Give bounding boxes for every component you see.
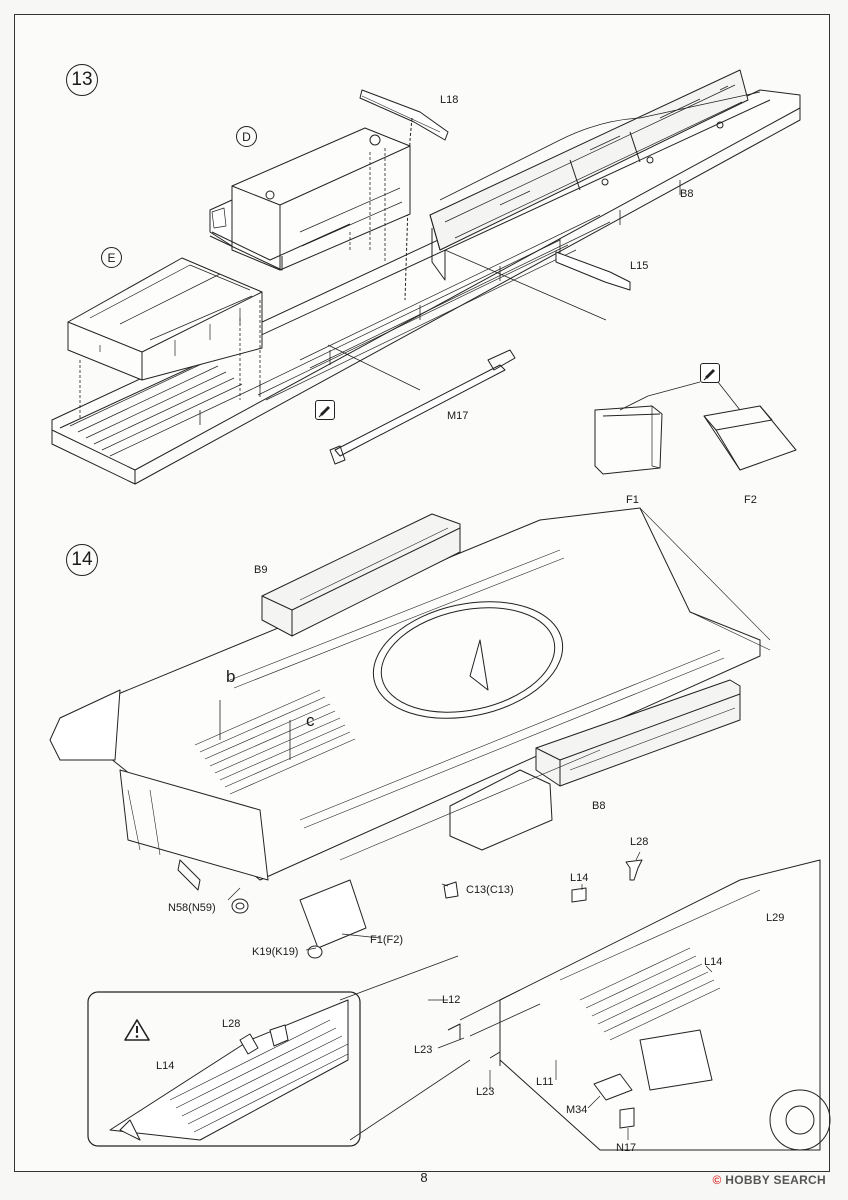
part-label-F1: F1	[626, 494, 639, 506]
part-label-M34: M34	[566, 1104, 588, 1116]
step13-hull-deck	[51, 69, 801, 485]
part-label-L14-right: L14	[704, 956, 723, 968]
subassembly-E-marker: E	[101, 247, 122, 268]
part-L18	[359, 89, 449, 301]
step-13-number: 13	[66, 64, 98, 96]
part-label-K19-K19: K19(K19)	[252, 946, 299, 958]
watermark-brand: HOBBY SEARCH	[725, 1173, 826, 1187]
part-label-L23-right: L23	[476, 1086, 495, 1098]
step14-rear-detail	[447, 859, 831, 1151]
watermark: © HOBBY SEARCH	[712, 1173, 826, 1187]
part-label-L18: L18	[440, 94, 459, 106]
callout-c: c	[306, 711, 315, 730]
part-label-F2: F2	[744, 494, 757, 506]
glue-icon	[700, 363, 720, 383]
part-label-L12: L12	[442, 994, 461, 1006]
box-D	[209, 127, 411, 271]
page-number: 8	[420, 1170, 428, 1185]
part-label-B8-step14: B8	[592, 800, 606, 812]
step-14-number: 14	[66, 544, 98, 576]
part-label-L14-top: L14	[570, 872, 589, 884]
part-label-L15: L15	[630, 260, 649, 272]
glue-icon	[315, 400, 335, 420]
part-label-N17: N17	[616, 1142, 637, 1154]
step-14-label: 14	[71, 549, 93, 570]
part-label-L29: L29	[766, 912, 785, 924]
inset-box	[87, 955, 471, 1147]
step-13-label: 13	[71, 69, 93, 90]
glue-icon-glyph	[703, 369, 715, 381]
part-label-L28: L28	[630, 836, 649, 848]
inset-label-L14: L14	[156, 1060, 175, 1072]
part-F2	[703, 381, 797, 471]
part-F1	[594, 381, 701, 475]
inset-label-L28: L28	[222, 1018, 241, 1030]
part-label-L23-left: L23	[414, 1044, 433, 1056]
callout-b: b	[226, 667, 236, 686]
part-label-B9: B9	[254, 564, 268, 576]
part-M17	[327, 344, 516, 465]
subassembly-D-marker: D	[236, 126, 257, 147]
part-label-C13-C13: C13(C13)	[466, 884, 514, 896]
step14-hull	[49, 507, 771, 949]
glue-icon-glyph	[318, 406, 330, 418]
part-L15	[431, 228, 631, 321]
part-label-F1-F2: F1(F2)	[370, 934, 403, 946]
part-label-N58-N59: N58(N59)	[168, 902, 216, 914]
part-label-M17: M17	[447, 410, 469, 422]
warning-icon	[124, 1019, 150, 1041]
watermark-mark: ©	[712, 1173, 722, 1187]
part-label-L11: L11	[536, 1076, 554, 1088]
box-E	[67, 257, 263, 420]
part-label-B8: B8	[680, 188, 694, 200]
